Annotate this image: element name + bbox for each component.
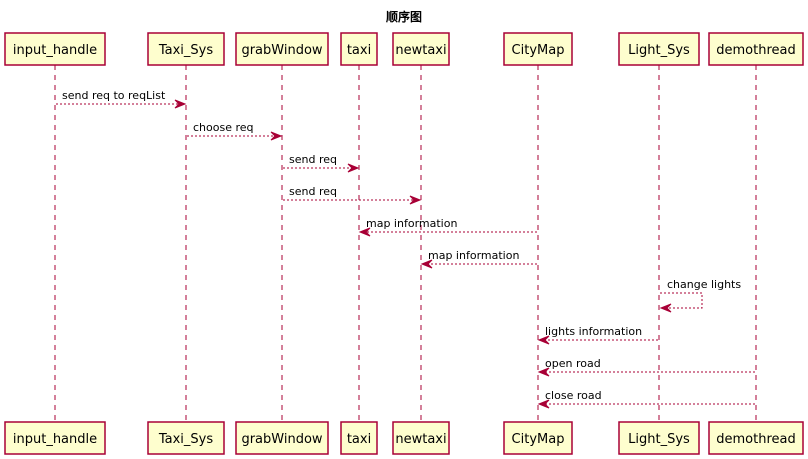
message: choose req bbox=[187, 121, 283, 141]
participants-top: input_handle Taxi_Sys grabWindow taxi newtax… bbox=[4, 32, 804, 66]
message: send req to reqList bbox=[56, 89, 187, 109]
message-arrowhead bbox=[537, 335, 550, 345]
messages: send req to reqList choose req send req sen… bbox=[56, 89, 755, 409]
participant-label: taxi bbox=[347, 432, 371, 447]
participant-newtaxi-bottom: newtaxi bbox=[392, 421, 450, 455]
participant-box bbox=[708, 421, 804, 455]
participant-newtaxi-top: newtaxi bbox=[392, 32, 450, 66]
lifelines bbox=[54, 65, 757, 422]
participant-label: CityMap bbox=[512, 432, 565, 447]
message-label: close road bbox=[545, 389, 602, 402]
participant-light-sys-bottom: Light_Sys bbox=[618, 421, 700, 455]
participant-box bbox=[708, 32, 804, 66]
message-arrowhead bbox=[537, 399, 550, 409]
message: open road bbox=[537, 357, 755, 377]
participant-taxi-bottom: taxi bbox=[340, 421, 378, 455]
participant-taxi-sys-top: Taxi_Sys bbox=[147, 32, 225, 66]
participant-label: Light_Sys bbox=[628, 432, 690, 447]
message-arrowhead bbox=[347, 163, 360, 173]
message: change lights bbox=[659, 278, 741, 313]
participant-citymap-top: CityMap bbox=[503, 32, 573, 66]
participant-label: input_handle bbox=[13, 43, 97, 58]
message-line bbox=[660, 292, 703, 309]
participant-label: demothread bbox=[716, 432, 795, 447]
message-arrowhead bbox=[659, 303, 672, 313]
message-arrowhead bbox=[358, 227, 371, 237]
participant-box bbox=[147, 32, 225, 66]
participant-label: CityMap bbox=[512, 43, 565, 58]
participant-box bbox=[503, 421, 573, 455]
message-arrowhead bbox=[270, 131, 283, 141]
participant-label: newtaxi bbox=[395, 432, 446, 447]
message: send req bbox=[283, 185, 422, 205]
message-label: send req bbox=[289, 185, 337, 198]
participant-box bbox=[147, 421, 225, 455]
participant-grabwindow-bottom: grabWindow bbox=[235, 421, 329, 455]
message-label: map information bbox=[366, 217, 457, 230]
participant-label: Light_Sys bbox=[628, 43, 690, 58]
message: map information bbox=[420, 249, 537, 269]
message-label: choose req bbox=[193, 121, 254, 134]
message-label: lights information bbox=[545, 325, 642, 338]
message: map information bbox=[358, 217, 537, 237]
participant-input-handle-top: input_handle bbox=[4, 32, 106, 66]
participant-box bbox=[392, 32, 450, 66]
message-arrowhead bbox=[420, 259, 433, 269]
message-label: send req bbox=[289, 153, 337, 166]
message-arrowhead bbox=[537, 367, 550, 377]
message-label: change lights bbox=[667, 278, 741, 291]
participant-input-handle-bottom: input_handle bbox=[4, 421, 106, 455]
message: lights information bbox=[537, 325, 658, 345]
message-label: send req to reqList bbox=[62, 89, 166, 102]
message-arrowhead bbox=[174, 99, 187, 109]
participant-demothread-bottom: demothread bbox=[708, 421, 804, 455]
participant-box bbox=[392, 421, 450, 455]
participant-label: input_handle bbox=[13, 432, 97, 447]
participant-box bbox=[618, 32, 700, 66]
participant-label: Taxi_Sys bbox=[158, 43, 214, 58]
participant-label: grabWindow bbox=[241, 432, 322, 447]
participant-box bbox=[235, 421, 329, 455]
participant-label: demothread bbox=[716, 43, 795, 58]
participant-demothread-top: demothread bbox=[708, 32, 804, 66]
participant-taxi-top: taxi bbox=[340, 32, 378, 66]
participants-bottom: input_handle Taxi_Sys grabWindow taxi newtax… bbox=[4, 421, 804, 455]
message-label: map information bbox=[428, 249, 519, 262]
participant-box bbox=[4, 421, 106, 455]
participant-box bbox=[235, 32, 329, 66]
participant-grabwindow-top: grabWindow bbox=[235, 32, 329, 66]
participant-citymap-bottom: CityMap bbox=[503, 421, 573, 455]
participant-label: grabWindow bbox=[241, 43, 322, 58]
participant-light-sys-top: Light_Sys bbox=[618, 32, 700, 66]
participant-label: newtaxi bbox=[395, 43, 446, 58]
participant-box bbox=[340, 421, 378, 455]
participant-box bbox=[503, 32, 573, 66]
message-arrowhead bbox=[409, 195, 422, 205]
participant-label: Taxi_Sys bbox=[158, 432, 214, 447]
participant-taxi-sys-bottom: Taxi_Sys bbox=[147, 421, 225, 455]
diagram-title: 顺序图 bbox=[386, 9, 422, 24]
participant-box bbox=[4, 32, 106, 66]
participant-box bbox=[340, 32, 378, 66]
message-label: open road bbox=[545, 357, 601, 370]
participant-label: taxi bbox=[347, 43, 371, 58]
participant-box bbox=[618, 421, 700, 455]
message: send req bbox=[283, 153, 360, 173]
message: close road bbox=[537, 389, 755, 409]
